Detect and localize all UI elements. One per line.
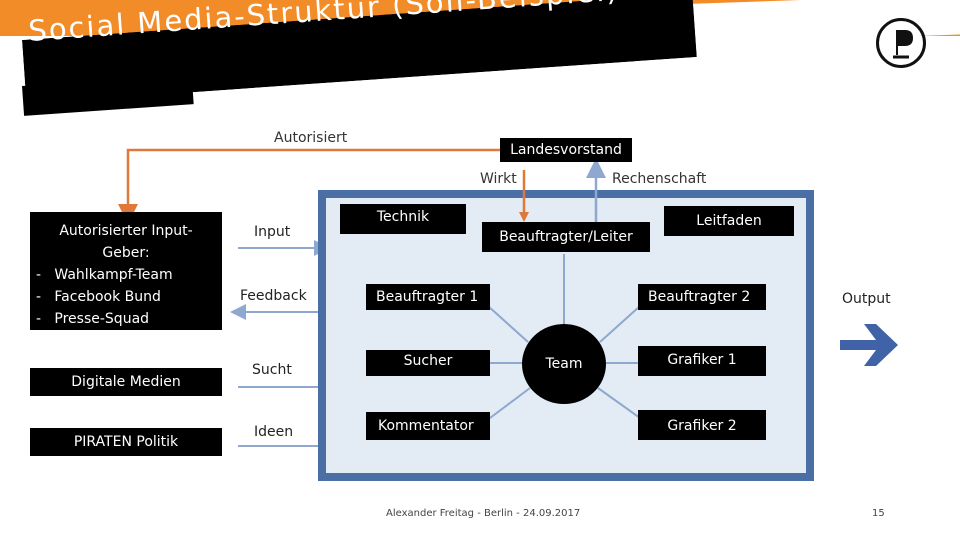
output-arrow-icon — [836, 318, 902, 376]
wirkt-label: Wirkt — [480, 171, 517, 187]
slide-footer: Alexander Freitag - Berlin - 24.09.2017 — [386, 508, 581, 519]
leitfaden-box: Leitfaden — [664, 206, 794, 236]
input-giver-item: - Facebook Bund — [36, 289, 161, 305]
beauftragter1-box: Beauftragter 1 — [366, 284, 490, 310]
input-giver-item: - Presse-Squad — [36, 311, 150, 327]
output-label: Output — [842, 291, 891, 307]
input-giver-box: Autorisierter Input-Geber: - Wahlkampf-T… — [30, 212, 222, 330]
beauftragter2-box: Beauftragter 2 — [638, 284, 766, 310]
input-giver-item: - Wahlkampf-Team — [36, 267, 173, 283]
autorisiert-label: Autorisiert — [274, 130, 348, 146]
sucht-label: Sucht — [252, 362, 292, 378]
grafiker1-box: Grafiker 1 — [638, 346, 766, 376]
rechenschaft-label: Rechenschaft — [612, 171, 707, 187]
sucher-box: Sucher — [366, 350, 490, 376]
feedback-label: Feedback — [240, 288, 307, 304]
landesvorstand-box: Landesvorstand — [500, 138, 632, 162]
grafiker2-box: Grafiker 2 — [638, 410, 766, 440]
pirate-politics-box: PIRATEN Politik — [30, 428, 222, 456]
kommentator-box: Kommentator — [366, 412, 490, 440]
technik-box: Technik — [340, 204, 466, 234]
input-label: Input — [254, 224, 291, 240]
page-number: 15 — [872, 508, 885, 519]
ideen-label: Ideen — [254, 424, 294, 440]
team-circle: Team — [522, 324, 606, 404]
lead-box: Beauftragter/Leiter — [482, 222, 650, 252]
pirate-party-logo-icon — [876, 18, 926, 68]
input-giver-heading: Autorisierter Input-Geber: — [59, 223, 193, 261]
digital-media-box: Digitale Medien — [30, 368, 222, 396]
